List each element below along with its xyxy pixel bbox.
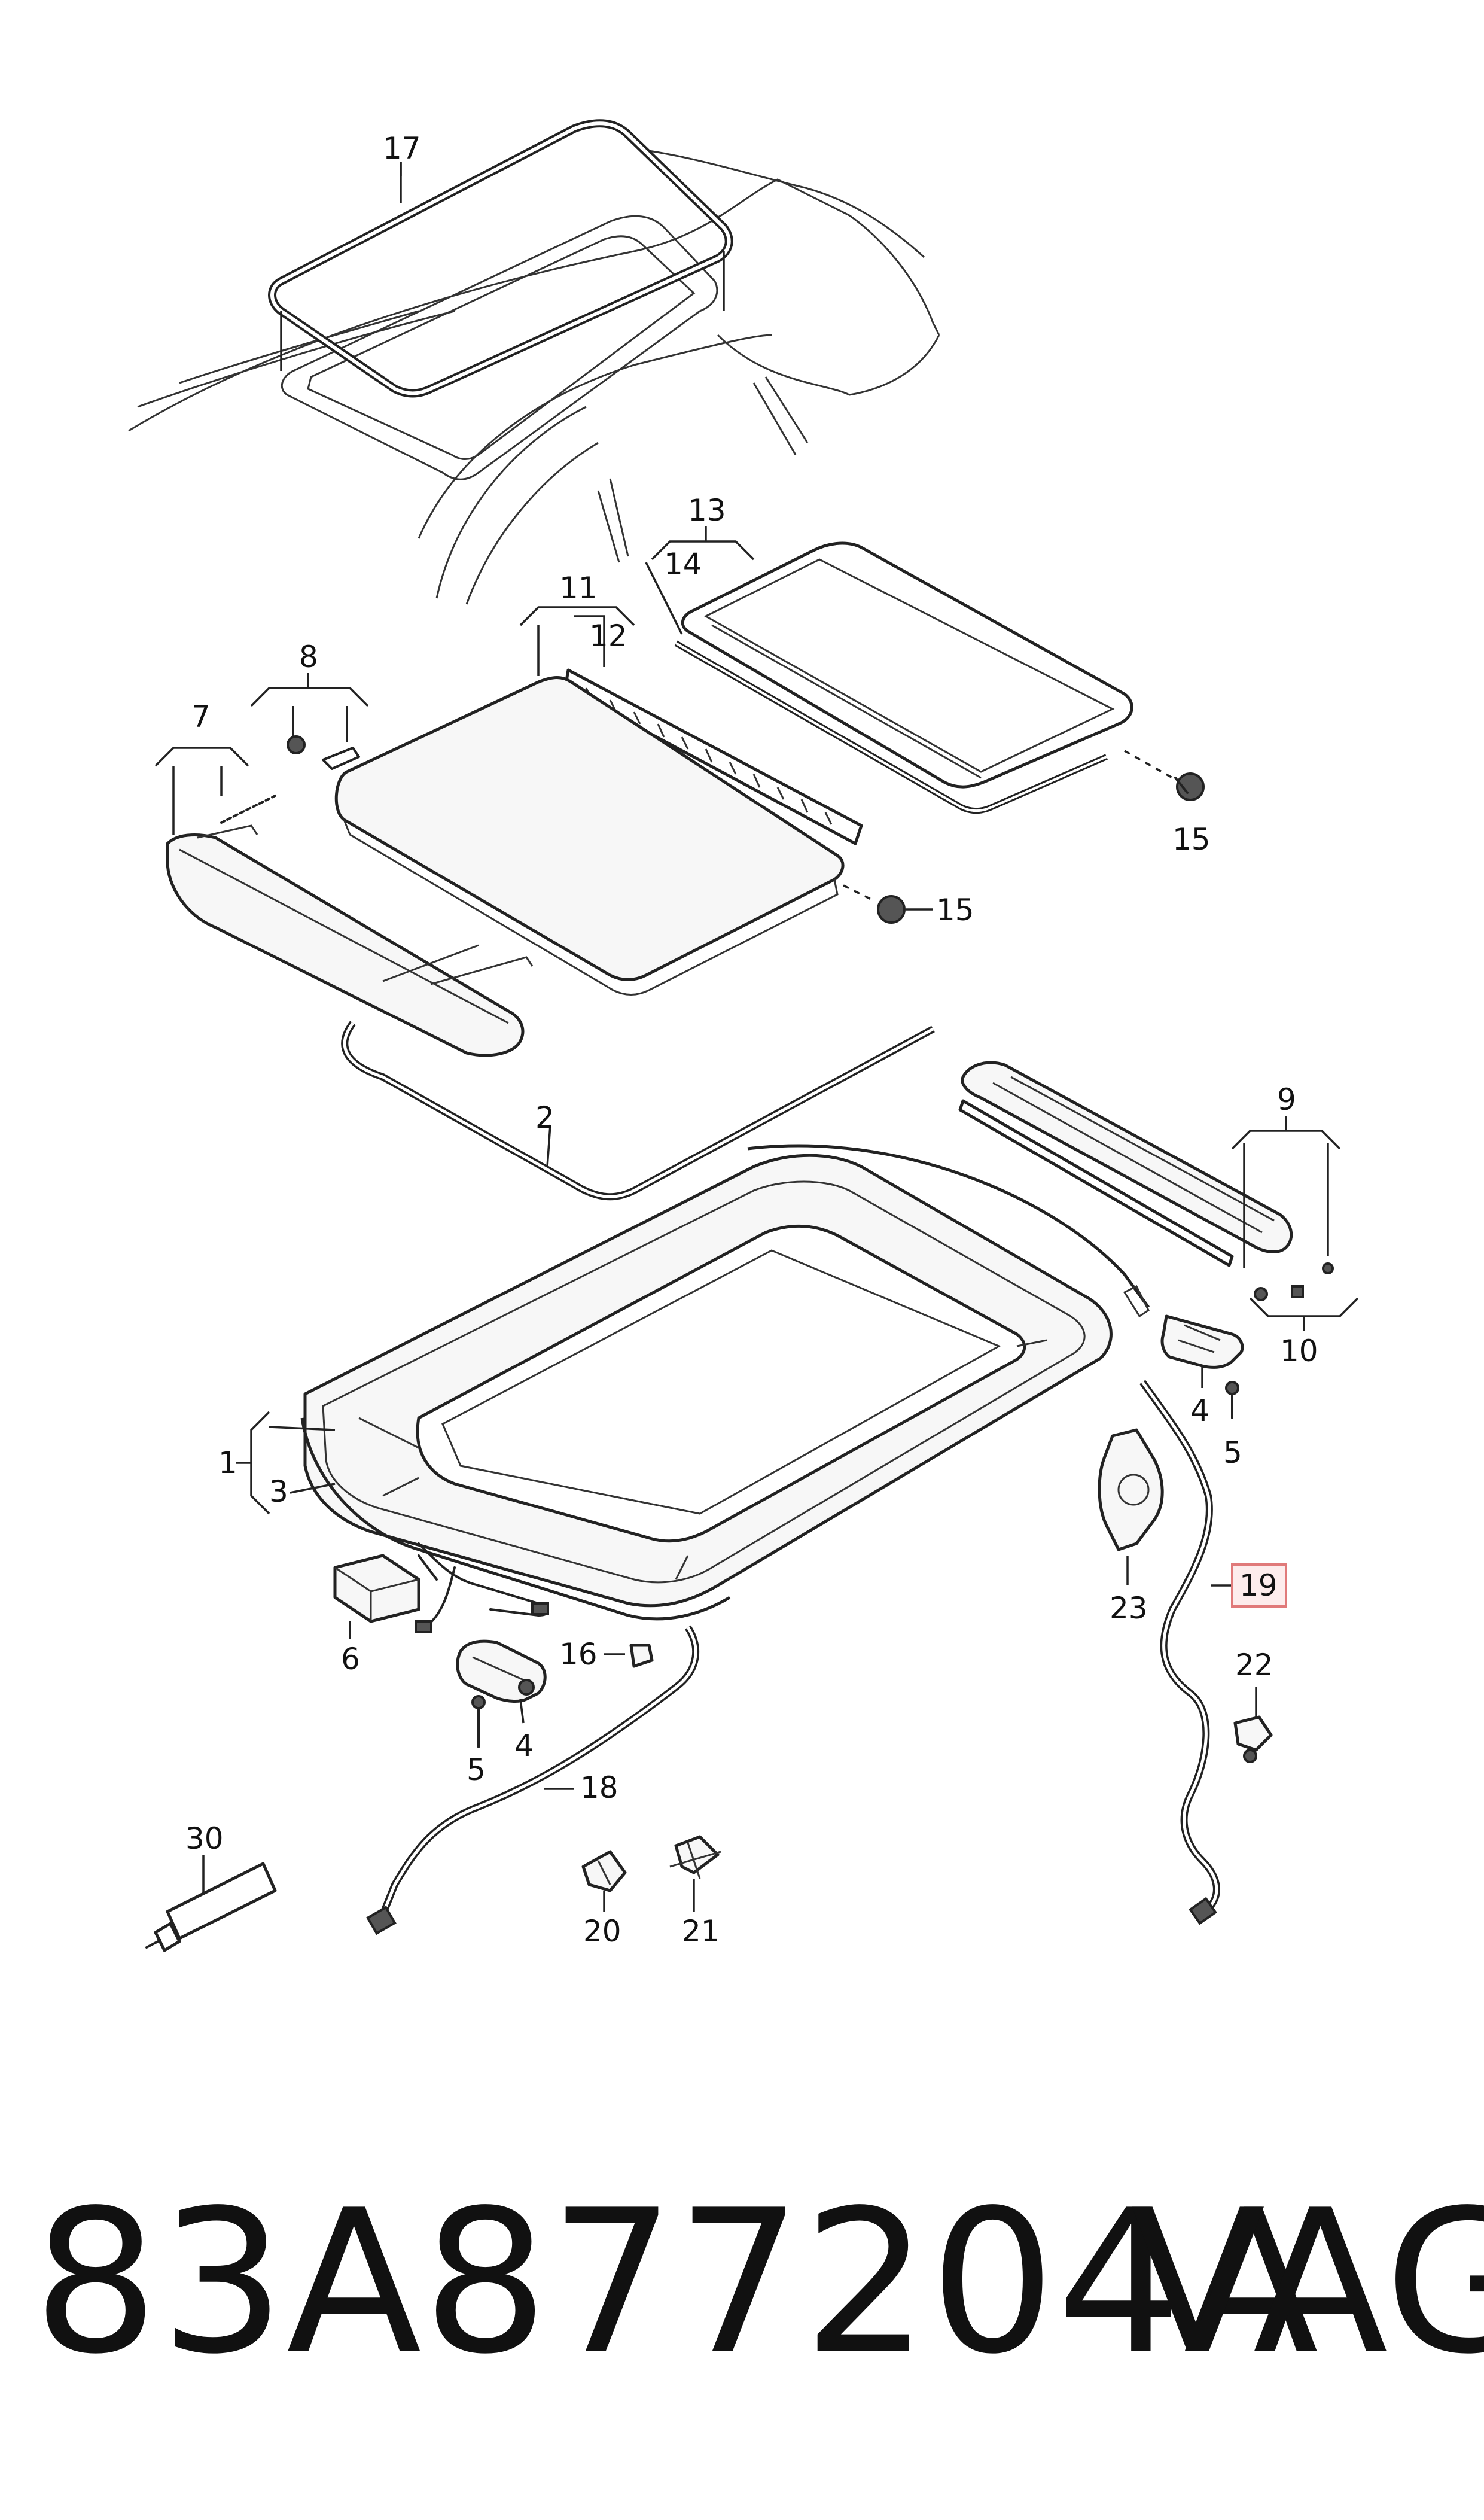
part-21-clip — [669, 1835, 721, 1912]
part-5-screw-left — [471, 1695, 486, 1748]
callout-20: 20 — [583, 1914, 621, 1949]
callout-7: 7 — [191, 699, 211, 734]
part-4-motor-right — [1160, 1314, 1244, 1388]
wiring-harness — [415, 1542, 549, 1633]
part-13-glass-panel — [681, 541, 1133, 789]
callout-18: 18 — [580, 1770, 618, 1805]
callout-5a: 5 — [1223, 1435, 1242, 1470]
callout-13: 13 — [688, 493, 726, 528]
callout-23: 23 — [1110, 1591, 1148, 1626]
part-20-clip — [581, 1850, 627, 1912]
part-8-brackets — [287, 706, 360, 770]
callout-17: 17 — [383, 131, 421, 166]
callout-10: 10 — [1280, 1334, 1318, 1368]
callout-8: 8 — [299, 640, 318, 674]
callout-14: 14 — [664, 547, 702, 582]
part-15-screw-upper — [1124, 750, 1205, 801]
part-14-glass-seal — [645, 562, 1108, 814]
brand-label: VAG — [1130, 2168, 1484, 2397]
part-4-motor-left — [456, 1639, 547, 1724]
callout-12: 12 — [589, 619, 627, 653]
car-roof-outline — [128, 148, 940, 605]
callout-2: 2 — [535, 1100, 554, 1135]
callout-6: 6 — [341, 1642, 360, 1676]
part-17-roof-seal — [268, 119, 733, 398]
part-19-drain-hose — [1139, 1380, 1232, 1925]
part-22-clip — [1233, 1687, 1273, 1763]
callout-30: 30 — [185, 1821, 224, 1856]
part-9-sunshade-roller — [958, 1061, 1334, 1301]
callout-9: 9 — [1277, 1082, 1296, 1117]
callout-labels: 17 13 14 11 12 8 7 15 15 2 9 10 4 5 1 3 … — [185, 131, 1318, 1949]
callout-19: 19 — [1239, 1568, 1278, 1603]
callout-1: 1 — [218, 1445, 237, 1480]
part-15-screw-lower — [843, 884, 933, 924]
part-6-control-unit — [333, 1554, 420, 1639]
part-3-drain-frame — [300, 1144, 1150, 1621]
callout-15a: 15 — [1172, 822, 1211, 857]
callout-22: 22 — [1235, 1648, 1273, 1682]
part-number: 83A877204A — [33, 2168, 1320, 2397]
part-5-screw-right — [1225, 1381, 1239, 1419]
callout-4b: 4 — [514, 1728, 534, 1763]
callout-15b: 15 — [936, 893, 974, 927]
callout-16: 16 — [559, 1637, 598, 1672]
callout-21: 21 — [682, 1914, 720, 1949]
part-11-sliding-panel — [334, 676, 845, 996]
part-2-seal — [341, 1021, 935, 1201]
callout-19-highlight — [1231, 1563, 1287, 1608]
callout-5b: 5 — [467, 1752, 486, 1787]
callout-11: 11 — [559, 571, 598, 605]
callout-4a: 4 — [1190, 1393, 1209, 1428]
part-16-clip — [604, 1644, 654, 1668]
leader-lines — [154, 162, 1359, 1515]
part-1-sunroof-frame — [303, 1154, 1113, 1608]
part-23-mechanism — [1098, 1428, 1164, 1585]
part-7-wind-deflector — [166, 795, 534, 1057]
part-30-sealant-tube — [145, 1855, 277, 1952]
callout-3: 3 — [269, 1474, 288, 1509]
part-18-drain-hose — [366, 1625, 700, 1935]
